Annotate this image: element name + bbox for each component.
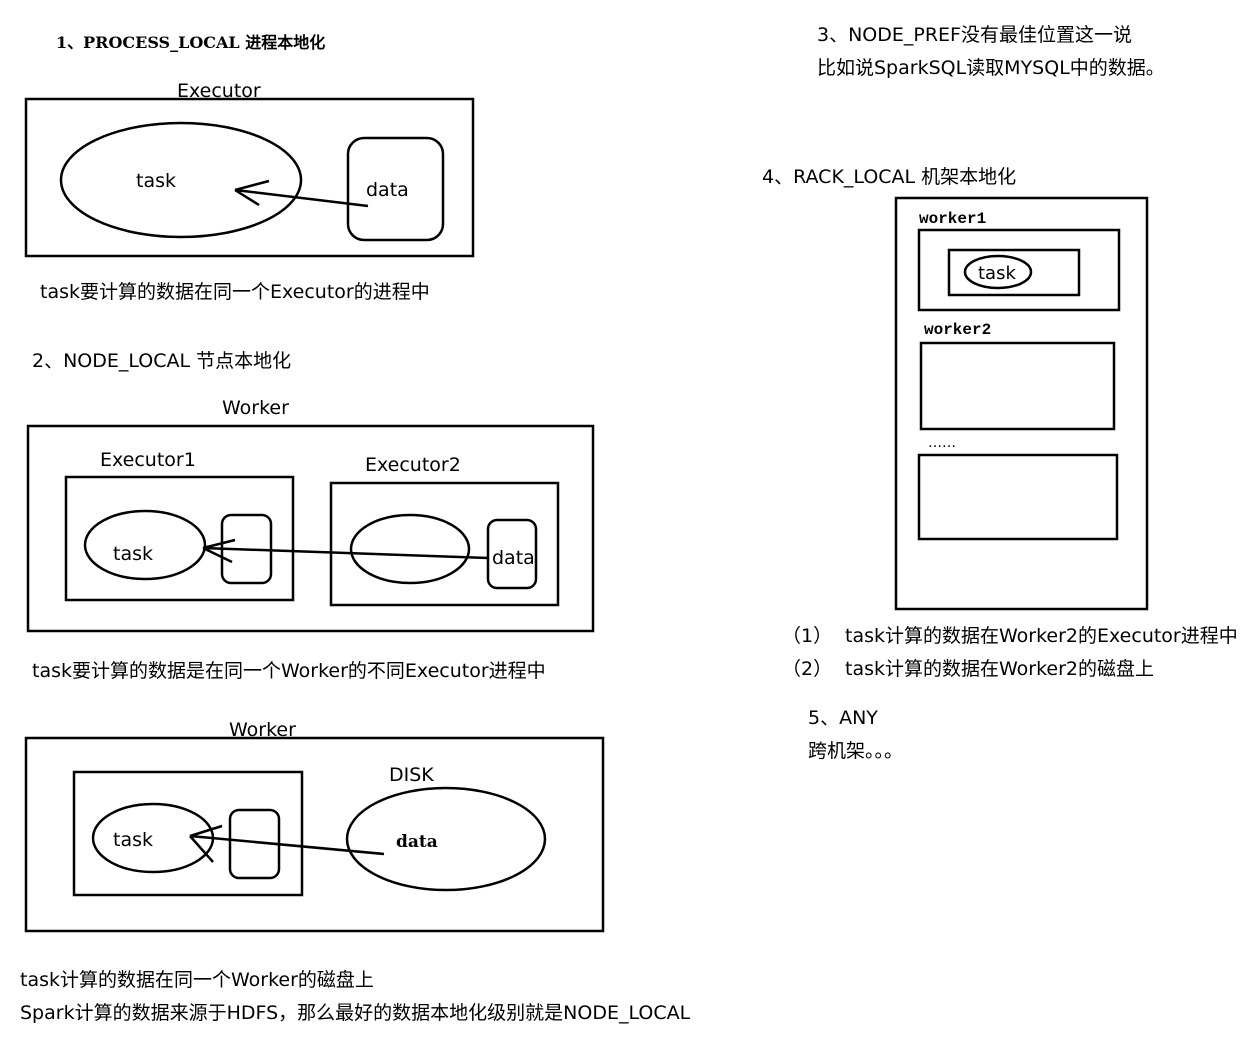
node-pref-detail: 比如说SparkSQL读取MYSQL中的数据。 (817, 57, 1165, 79)
data-block (346, 136, 445, 242)
executor1-label: Executor1 (100, 449, 196, 471)
section-process-local: 1、PROCESS_LOCAL 进程本地化 Executor task data… (24, 33, 475, 303)
worker-label: Worker (229, 719, 296, 741)
rack-local-item-text: task计算的数据在Worker2的磁盘上 (845, 658, 1154, 680)
worker2-box (919, 341, 1116, 431)
worker1-box (917, 228, 1121, 312)
hdfs-footer-note: Spark计算的数据来源于HDFS，那么最好的数据本地化级别就是NODE_LOC… (20, 1002, 691, 1024)
executor1-box (64, 475, 295, 602)
executor2-task-ellipse (349, 513, 471, 585)
worker-box (24, 736, 605, 933)
executor-box (24, 97, 475, 258)
worker1-executor-box (947, 248, 1081, 297)
rack-local-item-text: task计算的数据在Worker2的Executor进程中 (845, 625, 1238, 647)
task-ellipse (83, 509, 207, 581)
node-pref-heading: 3、NODE_PREF没有最佳位置这一说 (817, 24, 1132, 46)
data-label: data (366, 179, 409, 201)
any-detail: 跨机架。。。 (808, 740, 903, 762)
section-rack-local: 4、RACK_LOCAL 机架本地化 worker1 task worker2 … (762, 166, 1238, 680)
task-label: task (113, 829, 153, 851)
node-local-disk-caption: task计算的数据在同一个Worker的磁盘上 (20, 969, 374, 991)
data-label: data (396, 832, 438, 852)
data-to-task-arrow (202, 538, 489, 564)
task-ellipse (963, 254, 1033, 290)
rack-local-heading: 4、RACK_LOCAL 机架本地化 (762, 166, 1016, 188)
worker2-label: worker2 (924, 321, 991, 339)
task-label: task (136, 170, 176, 192)
task-label: task (978, 263, 1016, 284)
disk-ellipse (345, 786, 547, 892)
any-heading: 5、ANY (808, 707, 878, 729)
data-to-task-arrow (234, 179, 369, 208)
executor2-data-block (486, 518, 538, 590)
worker1-label: worker1 (919, 210, 986, 228)
node-local-heading: 2、NODE_LOCAL 节点本地化 (32, 350, 291, 372)
disk-to-task-arrow (189, 824, 385, 863)
section-node-local: 2、NODE_LOCAL 节点本地化 Worker Executor1 task… (26, 350, 595, 682)
executor2-label: Executor2 (365, 454, 461, 476)
executor-label: Executor (177, 80, 261, 102)
node-local-caption: task要计算的数据是在同一个Worker的不同Executor进程中 (32, 660, 546, 682)
section-node-local-disk: Worker task DISK data task计算的数据在同一个Worke… (20, 719, 691, 1024)
rack-local-item-number: （1） (782, 625, 832, 647)
worker-box (26, 424, 595, 633)
process-local-heading: 1、PROCESS_LOCAL 进程本地化 (56, 33, 325, 52)
section-any: 5、ANY 跨机架。。。 (808, 707, 903, 762)
rack-box (894, 196, 1149, 611)
worker-label: Worker (222, 397, 289, 419)
section-node-pref: 3、NODE_PREF没有最佳位置这一说 比如说SparkSQL读取MYSQL中… (817, 24, 1165, 79)
rack-local-item-number: （2） (782, 658, 832, 680)
executor-box (72, 770, 304, 897)
task-ellipse (59, 121, 303, 239)
more-workers-ellipsis: …… (928, 435, 956, 451)
task-label: task (113, 543, 153, 565)
executor2-box (329, 481, 560, 607)
process-local-caption: task要计算的数据在同一个Executor的进程中 (40, 281, 430, 303)
disk-label: DISK (389, 764, 434, 786)
data-label: data (492, 547, 535, 569)
worker-n-box (917, 453, 1119, 541)
